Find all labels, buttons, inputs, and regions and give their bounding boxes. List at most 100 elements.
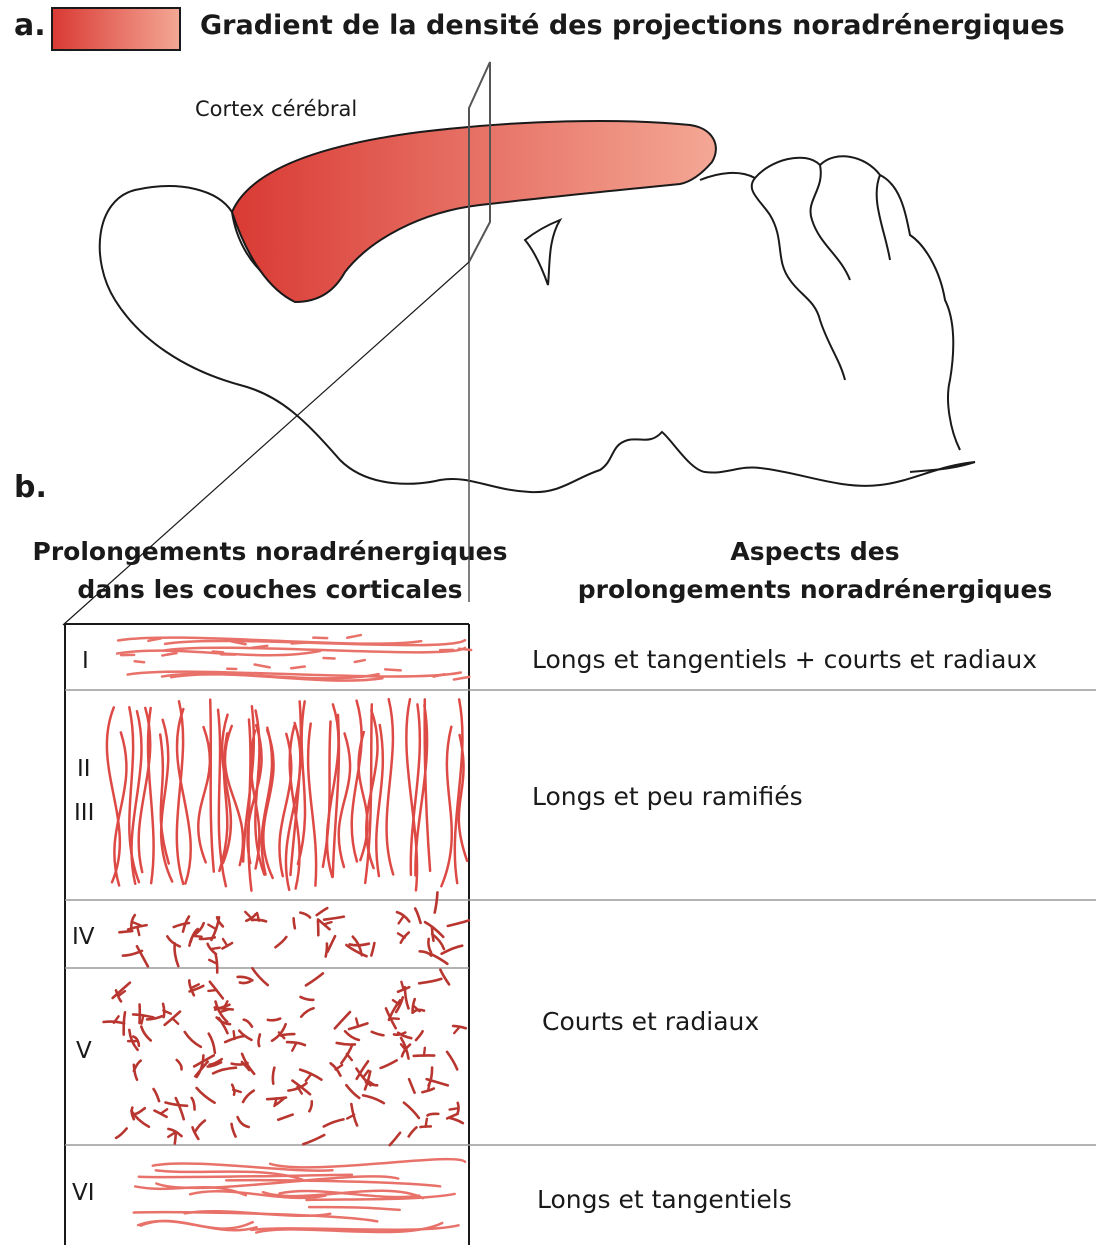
fiber-layer-I-short	[255, 665, 270, 668]
fiber-layer-V	[273, 1068, 275, 1084]
fiber-layer-I-short	[355, 660, 365, 662]
fiber-layer-IV-branch	[398, 933, 405, 937]
fiber-layer-IV	[346, 945, 366, 956]
fiber-layer-V	[306, 973, 323, 985]
fiber-layer-V-branch	[306, 1075, 311, 1081]
fiber-layer-V	[409, 1079, 414, 1092]
fiber-layer-V	[419, 979, 441, 983]
fiber-layer-V	[141, 1027, 150, 1041]
fiber-layer-IV-branch	[137, 927, 139, 935]
fiber-layer-IV	[275, 937, 286, 947]
fiber-layer-V-branch	[347, 1054, 352, 1060]
fiber-layer-IV-branch	[223, 939, 227, 946]
fiber-layer-V	[363, 1095, 384, 1103]
fiber-layer-V-branch	[426, 1119, 427, 1127]
projection-line	[63, 262, 469, 625]
fiber-layer-group	[104, 635, 472, 1232]
fiber-layer-V	[165, 1102, 187, 1105]
fiber-layer-II-III	[198, 727, 210, 862]
cerebellum-outline	[700, 156, 960, 450]
fiber-layer-VI	[139, 1175, 352, 1177]
fiber-layer-IV-branch	[324, 922, 332, 924]
fiber-layer-II-III	[262, 728, 272, 875]
fiber-layer-V	[238, 1117, 249, 1127]
fiber-layer-V	[252, 968, 267, 985]
fiber-layer-V	[346, 1085, 359, 1098]
fiber-layer-V-branch	[161, 1109, 168, 1114]
fiber-layer-II-III	[308, 724, 316, 886]
fiber-layer-V	[405, 987, 409, 1008]
fiber-layer-V-branch	[141, 1016, 143, 1024]
fiber-layer-IV	[300, 913, 310, 918]
fiber-layer-IV	[326, 944, 327, 957]
fiber-layer-I-short	[385, 669, 400, 670]
fiber-layer-I-short	[162, 653, 176, 656]
fiber-layer-V	[372, 1032, 384, 1035]
fiber-layer-VI	[141, 1221, 253, 1229]
fiber-layer-V	[136, 1108, 145, 1114]
fiber-layer-V	[213, 1068, 236, 1074]
fiber-layer-I-short	[292, 643, 307, 644]
fiber-layer-I-short	[213, 651, 223, 652]
fiber-layer-II-III	[387, 699, 394, 874]
fiber-layer-II-III	[339, 733, 350, 867]
fiber-layer-IV-branch	[245, 912, 251, 918]
fiber-layer-I-short	[135, 661, 144, 662]
fiber-layer-V	[192, 1098, 195, 1110]
fiber-layer-V	[154, 1089, 159, 1101]
cerebellum-fold-3	[877, 175, 890, 260]
cortex-gradient-region	[232, 121, 716, 302]
fiber-layer-V	[197, 1055, 204, 1077]
fiber-layer-V-branch	[450, 1108, 458, 1109]
fiber-layer-I-short	[454, 677, 469, 680]
fiber-layer-IV-branch	[194, 936, 202, 937]
fiber-layer-V	[324, 1119, 344, 1126]
fiber-layer-V	[390, 1133, 400, 1145]
fiber-layer-V	[240, 981, 250, 983]
fiber-layer-V	[243, 1091, 254, 1102]
fiber-layer-IV	[371, 943, 374, 955]
fiber-layer-II-III	[210, 700, 214, 872]
legend-gradient-swatch	[52, 8, 180, 50]
fiber-layer-V-branch	[168, 1133, 175, 1137]
fiber-layer-V-branch	[363, 1071, 368, 1077]
fiber-layer-V	[209, 1034, 215, 1053]
fiber-layer-V	[232, 1124, 236, 1137]
fiber-layer-V	[195, 1121, 205, 1132]
fiber-layer-V-branch	[234, 1031, 235, 1039]
fiber-layer-IV	[317, 908, 328, 915]
fiber-layer-IV	[294, 918, 295, 928]
fiber-layer-V	[301, 1008, 313, 1016]
fiber-layer-V	[450, 1118, 463, 1123]
fiber-layer-V	[345, 1031, 359, 1040]
fiber-layer-V	[300, 997, 313, 1000]
fiber-layer-V	[303, 1135, 324, 1144]
fiber-layer-V	[427, 1114, 438, 1116]
fiber-layer-VI	[309, 1207, 400, 1210]
fiber-layer-I-short	[459, 649, 471, 650]
fiber-layer-V-branch	[424, 1048, 425, 1056]
fiber-layer-IV-branch	[133, 922, 140, 925]
fiber-layer-II-III	[441, 727, 451, 886]
fiber-layer-V	[309, 1101, 311, 1111]
fiber-layer-V	[175, 1132, 176, 1143]
fiber-layer-V-branch	[356, 1018, 358, 1026]
fiber-layer-I-short	[291, 667, 305, 669]
fiber-layer-V	[278, 1115, 292, 1120]
fiber-layer-I-short	[313, 638, 327, 639]
cerebellum-fold-2	[810, 165, 850, 280]
fiber-layer-I-short	[324, 658, 335, 659]
fiber-layer-IV	[324, 917, 344, 920]
fiber-layer-IV-branch	[209, 960, 216, 964]
cerebellum-fold	[752, 178, 845, 380]
fiber-layer-V	[177, 1060, 182, 1069]
fiber-layer-IV-branch	[208, 925, 215, 929]
fiber-layer-V-branch	[208, 990, 216, 991]
fiber-layer-I-short	[347, 635, 361, 638]
fiber-layer-IV	[137, 946, 148, 966]
fiber-layer-V	[440, 970, 449, 985]
fiber-layer-V	[244, 1020, 252, 1027]
fiber-layer-IV-branch	[212, 948, 220, 949]
